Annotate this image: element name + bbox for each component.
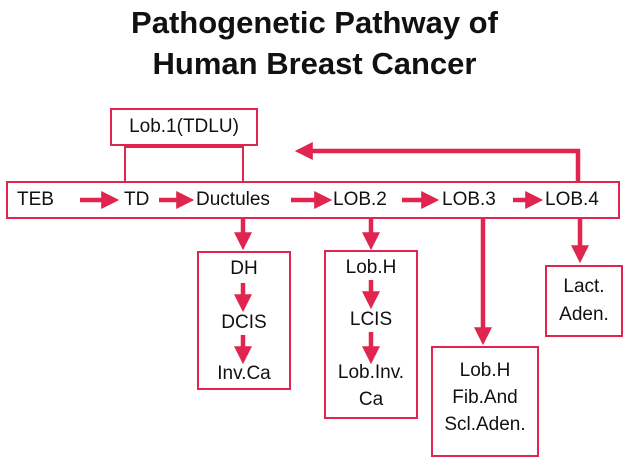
lob2-branch-ca: Ca	[358, 389, 384, 410]
node-lob2: LOB.2	[333, 189, 387, 210]
lob4-branch-lact: Lact.	[563, 276, 605, 297]
lob4-branch-aden: Aden.	[559, 304, 609, 325]
lob2-branch-lobinv: Lob.Inv.	[337, 362, 405, 383]
lob1-tdlu-box	[110, 108, 258, 146]
lob3-branch-lobh: Lob.H	[459, 360, 511, 381]
lob4-branch-box	[545, 265, 623, 337]
tdlu-bracket	[124, 146, 244, 182]
node-ductules: Ductules	[196, 189, 270, 210]
node-teb: TEB	[17, 189, 54, 210]
ductules-branch-box	[197, 251, 291, 390]
arrow-feedback-lob4-to-lob1	[294, 142, 581, 183]
lob3-branch-scl-aden: Scl.Aden.	[444, 414, 526, 435]
lob2-branch-lcis: LCIS	[349, 309, 393, 330]
lob3-branch-fib-and: Fib.And	[452, 387, 518, 408]
lob3-branch-box	[431, 346, 539, 457]
diagram-title-line-1: Pathogenetic Pathway of	[131, 5, 498, 40]
lob2-branch-lobh: Lob.H	[345, 257, 397, 278]
ductules-branch-dh: DH	[230, 258, 258, 279]
ductules-branch-dcis: DCIS	[221, 312, 267, 333]
node-td: TD	[124, 189, 150, 210]
node-lob4: LOB.4	[545, 189, 599, 210]
lob1-tdlu-label: Lob.1(TDLU)	[129, 116, 239, 137]
diagram-title-line-2: Human Breast Cancer	[152, 46, 477, 81]
ductules-branch-invca: Inv.Ca	[217, 363, 271, 384]
node-lob3: LOB.3	[442, 189, 496, 210]
